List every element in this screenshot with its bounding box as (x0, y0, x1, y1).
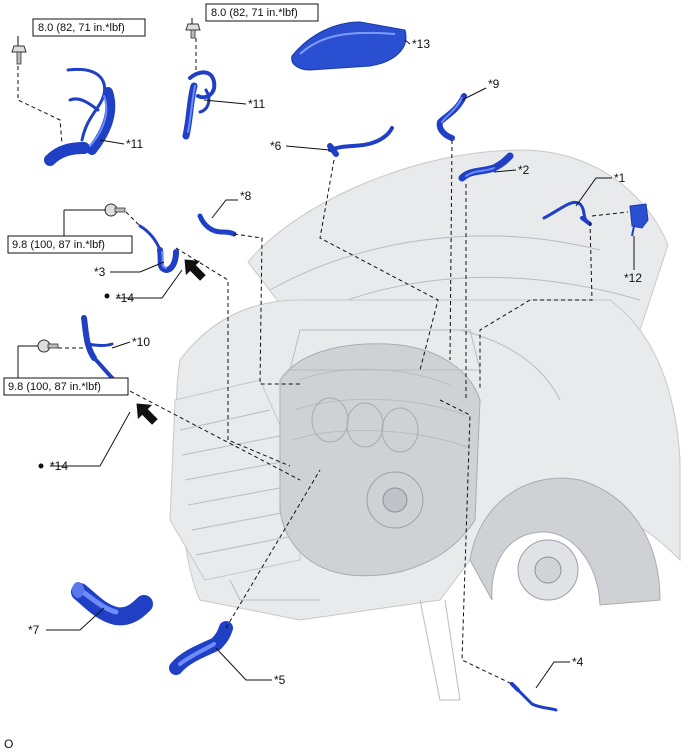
part-1-pipe (542, 201, 592, 226)
label-part-11-left: *11 (126, 137, 143, 151)
label-part-1: *1 (614, 171, 626, 185)
torque-text: 9.8 (100, 87 in.*lbf) (12, 239, 105, 251)
label-part-12: *12 (624, 271, 642, 285)
label-part-7: *7 (28, 623, 40, 637)
bullet-dot-icon (104, 293, 110, 299)
part-5-hose (169, 621, 233, 675)
bullet-dot-icon (38, 463, 44, 469)
leader-lines (17, 18, 635, 689)
label-part-11-right: *11 (248, 97, 265, 111)
label-part-2: *2 (518, 163, 530, 177)
part-8-hose (197, 213, 237, 237)
label-part-3: *3 (94, 265, 106, 279)
label-part-10: *10 (132, 335, 150, 349)
bolt-icon (11, 45, 27, 65)
label-part-14-upper: *14 (116, 291, 134, 305)
label-part-9: *9 (488, 77, 500, 91)
label-part-4: *4 (572, 655, 584, 669)
part-11-harness-right (182, 70, 217, 140)
part-12-bracket (629, 203, 649, 237)
part-9-hose (436, 93, 467, 141)
part-6-hose (327, 126, 394, 157)
direction-arrow-icon (184, 259, 206, 281)
part-4-pipe (510, 682, 558, 712)
bolt-icon (185, 23, 201, 39)
direction-arrow-icon (136, 403, 158, 425)
label-part-8: *8 (240, 189, 252, 203)
torque-spec-4: 9.8 (100, 87 in.*lbf) (3, 377, 129, 396)
part-13-cover (291, 21, 407, 71)
part-3-hose (138, 224, 179, 273)
label-part-13: *13 (412, 37, 430, 51)
label-part-14-lower: *14 (50, 459, 68, 473)
footer-code: O (4, 737, 13, 751)
bolt-icon (104, 203, 126, 217)
torque-text: 9.8 (100, 87 in.*lbf) (8, 381, 101, 393)
part-7-hose (71, 582, 153, 626)
torque-spec-1: 8.0 (82, 71 in.*lbf) (32, 18, 146, 37)
label-part-6: *6 (270, 139, 282, 153)
torque-spec-2: 8.0 (82, 71 in.*lbf) (205, 3, 319, 22)
label-part-5: *5 (274, 673, 286, 687)
torque-spec-3: 9.8 (100, 87 in.*lbf) (7, 235, 133, 254)
part-2-hose (458, 152, 514, 182)
torque-text: 8.0 (82, 71 in.*lbf) (211, 7, 298, 19)
part-11-harness-left (44, 67, 116, 166)
torque-text: 8.0 (82, 71 in.*lbf) (38, 22, 125, 34)
engine-bay-illustration (169, 149, 681, 701)
bolt-icon (37, 339, 59, 353)
